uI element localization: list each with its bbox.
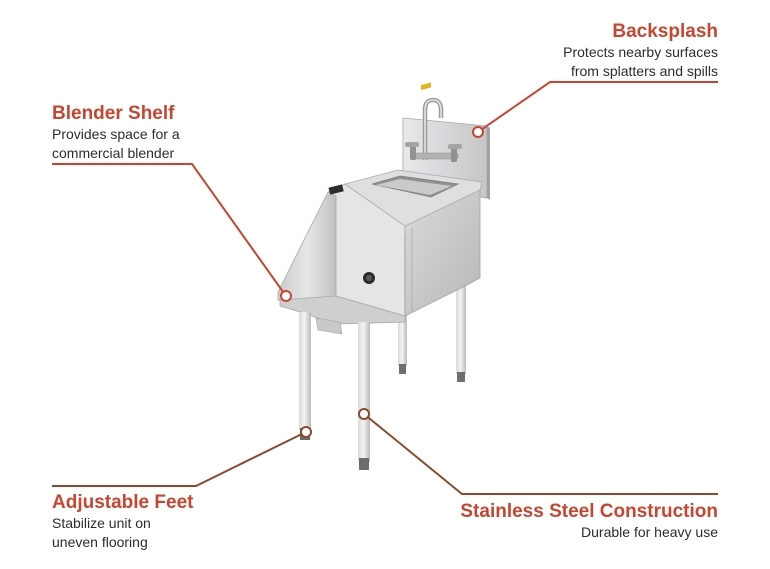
adjustable-feet-callout: Adjustable Feet Stabilize unit on uneven… (52, 491, 193, 552)
back-leg (456, 276, 466, 382)
front-leg (299, 312, 311, 440)
description-line: Protects nearby surfaces (563, 44, 718, 60)
backsplash-description: Protects nearby surfaces from splatters … (563, 43, 718, 81)
blender-shelf-description: Provides space for a commercial blender (52, 125, 180, 163)
backsplash-callout: Backsplash Protects nearby surfaces from… (563, 20, 718, 81)
adjustable-feet-title: Adjustable Feet (52, 492, 194, 513)
description-line: from splatters and spills (570, 63, 718, 79)
blender-shelf-callout: Blender Shelf Provides space for a comme… (52, 102, 180, 163)
stainless-steel-callout: Stainless Steel Construction Durable for… (460, 500, 718, 542)
backsplash-title: Backsplash (612, 21, 718, 42)
back-leg (398, 312, 407, 374)
description-line: commercial blender (52, 145, 175, 161)
stainless-steel-leader (358, 408, 718, 495)
blender-shelf-body (277, 183, 406, 325)
blender-shelf-title: Blender Shelf (52, 103, 175, 124)
description-line: Provides space for a (52, 126, 180, 142)
description-line: uneven flooring (52, 534, 148, 550)
faucet (405, 97, 462, 162)
front-leg (358, 322, 370, 470)
stainless-steel-description: Durable for heavy use (460, 523, 718, 542)
description-line: Stabilize unit on (52, 515, 151, 531)
sink-bowl (371, 82, 460, 198)
shelf-bracket (315, 317, 343, 335)
adjustable-feet-description: Stabilize unit on uneven flooring (52, 514, 193, 552)
blender-shelf-leader (52, 163, 292, 302)
description-line: Durable for heavy use (581, 524, 718, 540)
stainless-steel-title: Stainless Steel Construction (460, 501, 718, 522)
backsplash-leader (472, 81, 718, 138)
adjustable-feet-leader (52, 426, 312, 487)
